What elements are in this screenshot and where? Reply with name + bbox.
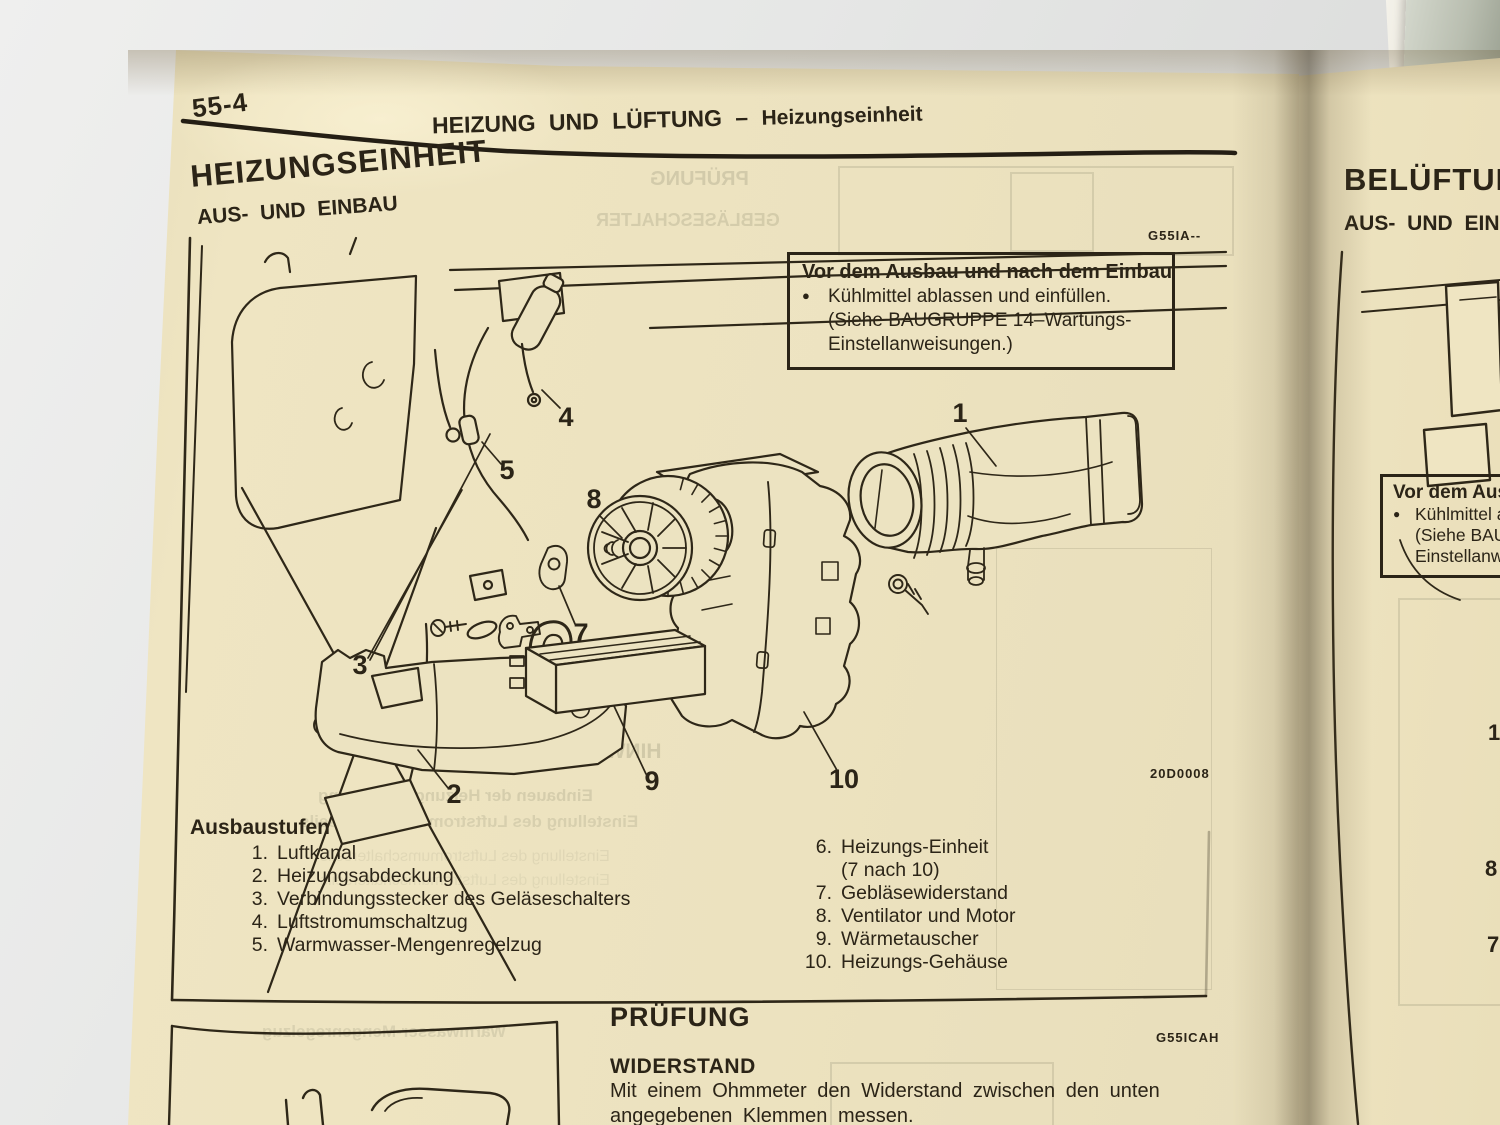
parts-list-left: 1.Luftkanal 2.Heizungsabdeckung 3.Verbin… xyxy=(232,842,631,957)
callout-fragment: 7 xyxy=(1487,932,1500,957)
figure-code: G55IA-- xyxy=(1148,228,1202,243)
list-item: 2.Heizungsabdeckung xyxy=(251,865,454,887)
callout-7: 7 xyxy=(573,618,588,648)
notice-line: (Siehe BAUGRUPPE 14–Wartungs- xyxy=(828,310,1132,331)
right-page-subtitle: AUS- UND EINBAU xyxy=(1344,212,1500,235)
bleedthrough-box xyxy=(1398,598,1500,1006)
notice-line: (Siehe BAUGRUPPE 14–Wartungs- xyxy=(1415,525,1500,545)
right-page-notice-box: Vor dem Ausbau und nach dem Einbau ● Kühl… xyxy=(1380,474,1500,578)
list-item: (7 nach 10) xyxy=(841,859,940,881)
callout-fragment: 1 xyxy=(1488,720,1500,745)
header-rule xyxy=(180,118,1238,159)
notice-line: Einstellanweisungen.) xyxy=(1415,546,1500,566)
callout-9: 9 xyxy=(644,766,659,796)
bleedthrough-box xyxy=(830,1062,1054,1125)
bullet-icon: ● xyxy=(1393,507,1401,521)
resistor-part7 xyxy=(538,545,568,591)
callout-10: 10 xyxy=(829,764,859,794)
list-item: 10.Heizungs-Gehäuse xyxy=(804,951,1008,973)
exploded-view-diagram: 1 2 3 4 5 7 8 9 10 xyxy=(170,236,1228,1004)
callout-leaders xyxy=(367,389,997,789)
list-item: 1.Luftkanal xyxy=(251,842,357,864)
bullet-icon: ● xyxy=(802,288,810,303)
bleedthrough-box xyxy=(1010,172,1094,252)
callout-3: 3 xyxy=(352,650,367,680)
callout-4: 4 xyxy=(558,402,573,432)
list-item: 9.Wärmetauscher xyxy=(815,928,979,950)
notice-line: Kühlmittel ablassen und einfüllen. xyxy=(828,286,1112,307)
connector-part3 xyxy=(445,427,461,443)
inspection-subheading: WIDERSTAND xyxy=(610,1055,756,1078)
list-item: 4.Luftstromumschaltzug xyxy=(251,911,468,933)
callout-1: 1 xyxy=(952,398,967,428)
inspection-body-line: angegebenen Klemmen messen. xyxy=(610,1105,914,1125)
notice-title: Vor dem Ausbau und nach dem Einbau xyxy=(1393,482,1500,503)
bleedthrough-text: GEBLÄSESCHALTER xyxy=(596,210,780,230)
list-item: 8.Ventilator und Motor xyxy=(815,905,1016,927)
right-page-title: BELÜFTUNG xyxy=(1344,162,1500,197)
control-cables xyxy=(433,271,566,640)
list-item: 6.Heizungs-Einheit xyxy=(815,836,989,858)
inspection-body-line: Mit einem Ohmmeter den Widerstand zwisch… xyxy=(610,1080,1160,1102)
callout-8: 8 xyxy=(586,484,601,514)
figure-frame xyxy=(170,236,1211,1004)
air-duct-part1 xyxy=(847,411,1144,586)
list-item: 7.Gebläsewiderstand xyxy=(815,882,1008,904)
notice-line: Einstellanweisungen.) xyxy=(828,334,1013,355)
list-item: 3.Verbindungsstecker des Geläseschalters xyxy=(251,888,631,910)
callout-labels: 1 2 3 4 5 7 8 9 10 xyxy=(352,398,967,809)
parts-list-heading: Ausbaustufen xyxy=(190,816,331,839)
figure-number: 20D0008 xyxy=(1150,766,1210,781)
inspection-heading: PRÜFUNG xyxy=(610,1002,751,1032)
notice-line: Kühlmittel ablassen und einfüllen. xyxy=(1415,504,1500,524)
callout-2: 2 xyxy=(446,779,461,809)
inspection-figure-code: G55ICAH xyxy=(1156,1030,1220,1045)
list-item: 5.Warmwasser-Mengenregelzug xyxy=(251,934,542,956)
heater-core-part9 xyxy=(509,620,707,715)
bleedthrough-text: PRÜFUNG xyxy=(650,168,749,190)
callout-fragment: 8 xyxy=(1485,856,1498,881)
parts-list-right: 6.Heizungs-Einheit (7 nach 10) 7.Gebläse… xyxy=(796,836,1016,974)
mounting-bracket xyxy=(497,614,541,649)
callout-5: 5 xyxy=(499,455,514,485)
blower-part8 xyxy=(586,474,730,602)
partial-figure-box xyxy=(167,1020,561,1125)
bleedthrough-box xyxy=(996,548,1212,990)
